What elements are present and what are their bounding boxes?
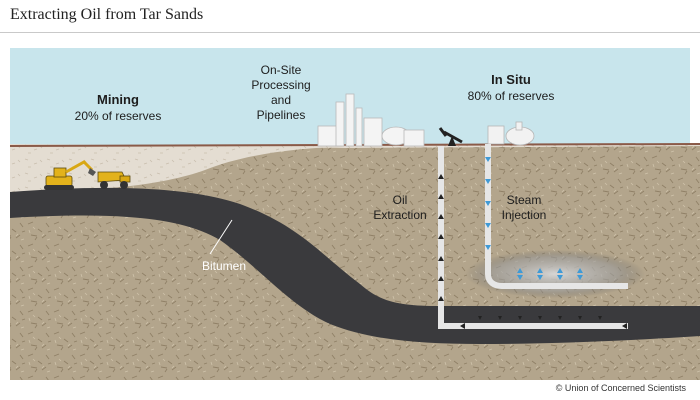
excavator xyxy=(44,160,96,190)
tar-sands-diagram: Mining 20% of reserves On-Site Processin… xyxy=(9,48,700,380)
ground-line xyxy=(9,143,700,147)
label-mining: Mining xyxy=(97,92,139,107)
label-onsite-3: and xyxy=(271,93,291,107)
processing-plant xyxy=(317,93,425,147)
drainage-arrows xyxy=(478,316,602,320)
label-onsite-4: Pipelines xyxy=(257,108,306,122)
title-divider xyxy=(0,32,700,33)
bitumen-leader-line xyxy=(209,219,233,255)
label-insitu: In Situ xyxy=(491,72,531,87)
label-mining-reserves: 20% of reserves xyxy=(75,109,162,123)
page-title: Extracting Oil from Tar Sands xyxy=(10,6,204,23)
label-steam: Steam xyxy=(507,193,542,207)
haul-truck xyxy=(97,171,131,189)
extraction-well xyxy=(438,146,628,329)
label-onsite-1: On-Site xyxy=(261,63,302,77)
bitumen-layer xyxy=(10,187,700,344)
oil-flow-arrows xyxy=(438,174,627,329)
label-bitumen: Bitumen xyxy=(202,259,246,273)
steam-flow-arrows xyxy=(485,157,583,280)
steam-cloud xyxy=(465,250,645,298)
label-injection: Injection xyxy=(502,208,547,222)
label-insitu-reserves: 80% of reserves xyxy=(468,89,555,103)
pump-jack-icon xyxy=(438,127,463,146)
mining-pit xyxy=(10,144,340,192)
credit-line: © Union of Concerned Scientists xyxy=(555,383,686,393)
label-extraction: Extraction xyxy=(373,208,426,222)
label-oil: Oil xyxy=(393,193,408,207)
injection-well xyxy=(485,144,628,289)
label-onsite-2: Processing xyxy=(251,78,310,92)
steam-plant xyxy=(487,121,535,146)
